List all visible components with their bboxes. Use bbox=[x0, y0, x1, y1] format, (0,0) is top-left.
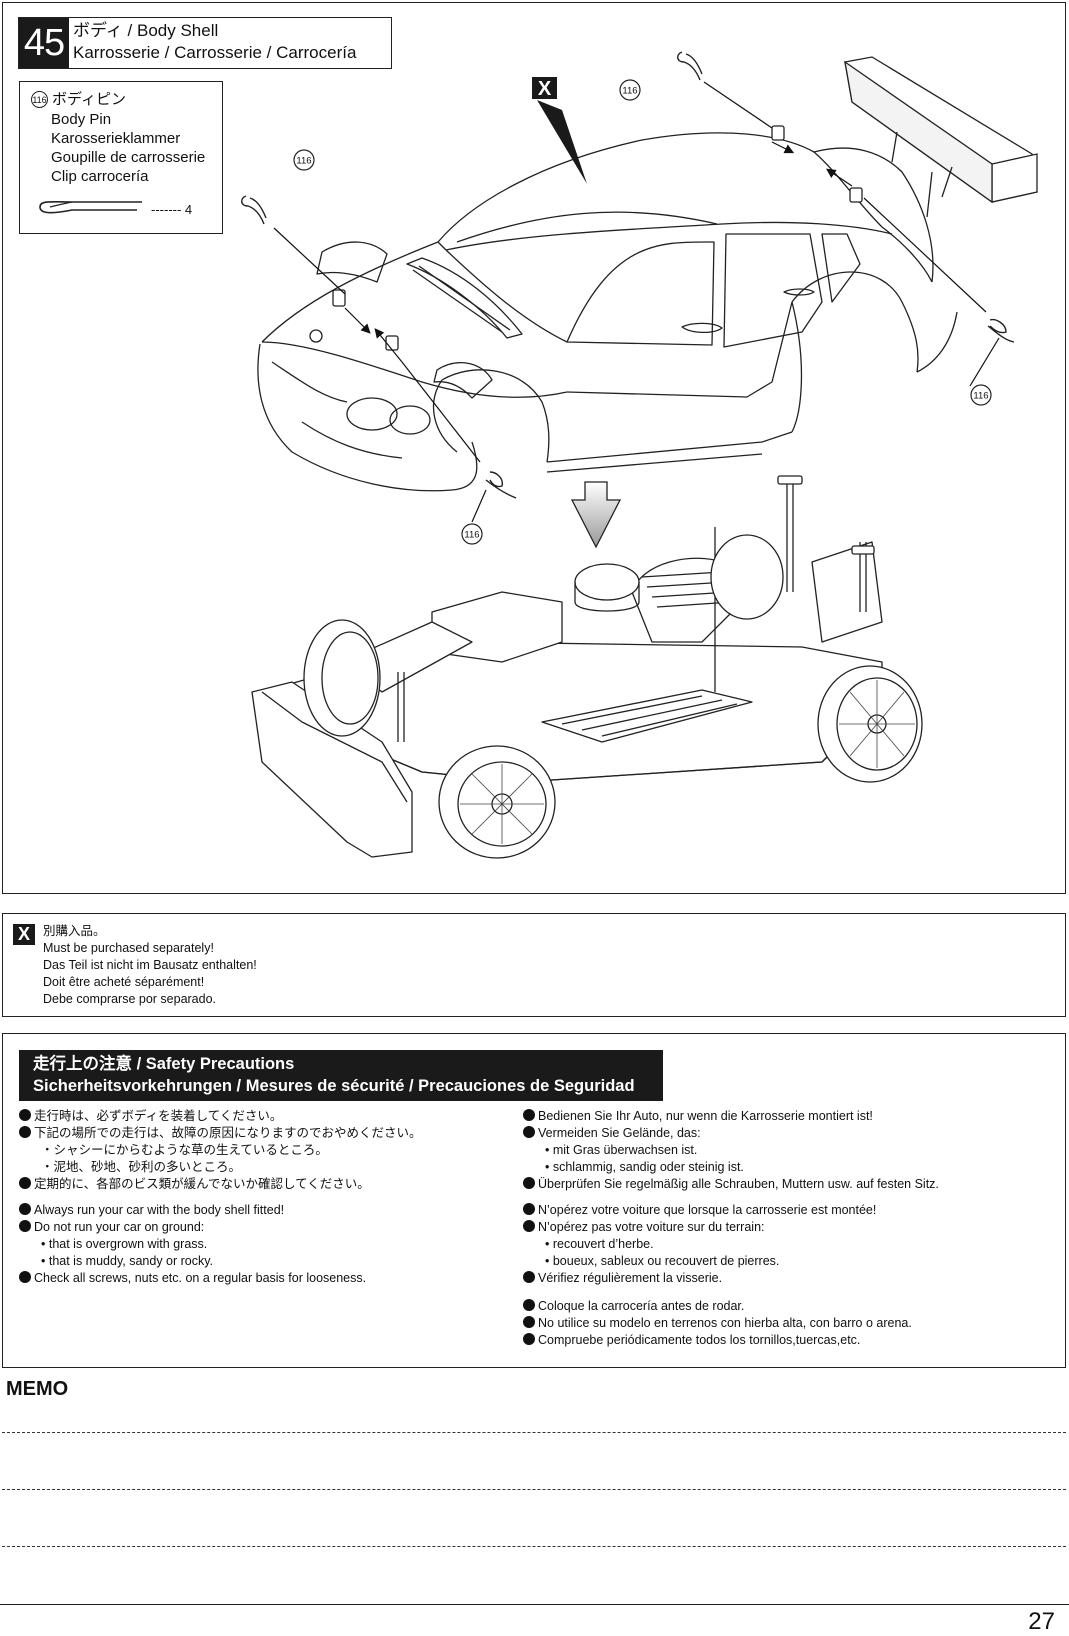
part-name-en: Body Pin bbox=[51, 111, 112, 128]
part-name-ja: ボディピン bbox=[52, 91, 126, 108]
bullet-icon bbox=[19, 1126, 31, 1138]
svg-text:116: 116 bbox=[464, 530, 479, 541]
wheel-spokes bbox=[460, 680, 915, 844]
safety-subitem: ・シャシーにからむような草の生えているところ。 bbox=[41, 1143, 328, 1157]
safety-es-list: Coloque la carrocería antes de rodar. No… bbox=[523, 1298, 912, 1349]
footer-rule bbox=[0, 1604, 1069, 1605]
step-number: 45 bbox=[19, 18, 69, 68]
safety-item: Always run your car with the body shell … bbox=[19, 1202, 366, 1219]
bullet-icon bbox=[19, 1177, 31, 1189]
bullet-icon bbox=[523, 1177, 535, 1189]
note-line-es: Debe comprarse por separado. bbox=[43, 992, 217, 1006]
svg-text:116: 116 bbox=[973, 391, 988, 402]
bullet-icon bbox=[523, 1316, 535, 1328]
body-pin-icons bbox=[241, 51, 1015, 499]
step-header: 45 ボディ / Body Shell Karrosserie / Carros… bbox=[18, 17, 392, 69]
safety-ja-list: 走行時は、必ずボディを装着してください。 下記の場所での走行は、故障の原因になり… bbox=[19, 1108, 422, 1193]
safety-item: Coloque la carrocería antes de rodar. bbox=[523, 1298, 912, 1315]
wheels bbox=[303, 534, 923, 859]
bullet-icon bbox=[523, 1203, 535, 1215]
bullet-icon bbox=[19, 1109, 31, 1121]
safety-subitem: • that is overgrown with grass. bbox=[41, 1237, 208, 1251]
safety-fr-list: N’opérez votre voiture que lorsque la ca… bbox=[523, 1202, 876, 1287]
bullet-icon bbox=[523, 1271, 535, 1283]
safety-item: 定期的に、各部のビス類が緩んでないか確認してください。 bbox=[19, 1176, 422, 1193]
safety-item: Vermeiden Sie Gelände, das: bbox=[523, 1125, 939, 1142]
separate-purchase-marker: X bbox=[532, 77, 587, 184]
down-arrow-icon bbox=[570, 481, 622, 549]
step-title-line2: Karrosserie / Carrosserie / Carrocería bbox=[73, 43, 357, 62]
safety-item: Bedienen Sie Ihr Auto, nur wenn die Karr… bbox=[523, 1108, 939, 1125]
part-name-es: Clip carrocería bbox=[51, 168, 149, 185]
note-line-en: Must be purchased separately! bbox=[43, 941, 214, 955]
safety-item: Do not run your car on ground: bbox=[19, 1219, 366, 1236]
bullet-icon bbox=[523, 1109, 535, 1121]
step-panel bbox=[2, 2, 1066, 894]
parts-header: 116 ボディピン bbox=[31, 90, 126, 109]
safety-item: 下記の場所での走行は、故障の原因になりますのでおやめください。 bbox=[19, 1125, 422, 1142]
body-pin-icon bbox=[39, 200, 142, 214]
separate-purchase-badge: X bbox=[13, 924, 35, 945]
body-posts bbox=[332, 125, 863, 351]
bullet-icon bbox=[19, 1203, 31, 1215]
safety-subitem: ・泥地、砂地、砂利の多いところ。 bbox=[41, 1160, 242, 1174]
note-line-de: Das Teil ist nicht im Bausatz enthalten! bbox=[43, 958, 257, 972]
bullet-icon bbox=[523, 1220, 535, 1232]
memo-line[interactable] bbox=[2, 1546, 1066, 1547]
bullet-icon bbox=[523, 1299, 535, 1311]
safety-item: No utilice su modelo en terrenos con hie… bbox=[523, 1315, 912, 1332]
safety-item: Compruebe periódicamente todos los torni… bbox=[523, 1332, 912, 1349]
part-name-fr: Goupille de carrosserie bbox=[51, 149, 206, 166]
rear-wing bbox=[844, 56, 1038, 218]
svg-text:X: X bbox=[538, 78, 552, 100]
note-line-fr: Doit être acheté séparément! bbox=[43, 975, 205, 989]
safety-subitem: • recouvert d’herbe. bbox=[545, 1237, 654, 1251]
svg-text:116: 116 bbox=[296, 156, 311, 167]
safety-title: 走行上の注意 / Safety Precautions Sicherheitsv… bbox=[19, 1050, 663, 1101]
page-number: 27 bbox=[1028, 1608, 1055, 1635]
note-line-ja: 別購入品。 bbox=[43, 924, 106, 938]
safety-title-line2: Sicherheitsvorkehrungen / Mesures de séc… bbox=[33, 1077, 635, 1095]
part-number-badge: 116 bbox=[31, 91, 48, 108]
memo-label: MEMO bbox=[6, 1378, 69, 1400]
memo-line[interactable] bbox=[2, 1489, 1066, 1490]
safety-item: Check all screws, nuts etc. on a regular… bbox=[19, 1270, 366, 1287]
safety-item: Vérifiez régulièrement la visserie. bbox=[523, 1270, 876, 1287]
bullet-icon bbox=[523, 1126, 535, 1138]
safety-en-list: Always run your car with the body shell … bbox=[19, 1202, 366, 1287]
part-name-de: Karosserieklammer bbox=[51, 130, 181, 147]
note-panel: X 別購入品。 Must be purchased separately! Da… bbox=[2, 913, 1066, 1017]
safety-item: N’opérez pas votre voiture sur du terrai… bbox=[523, 1219, 876, 1236]
bullet-icon bbox=[19, 1271, 31, 1283]
safety-subitem: • boueux, sableux ou recouvert de pierre… bbox=[545, 1254, 780, 1268]
svg-text:116: 116 bbox=[622, 86, 637, 97]
parts-box: 116 ボディピン Body Pin Karosserieklammer Gou… bbox=[19, 81, 223, 234]
bullet-icon bbox=[523, 1333, 535, 1345]
bullet-icon bbox=[19, 1220, 31, 1232]
safety-item: 走行時は、必ずボディを装着してください。 bbox=[19, 1108, 422, 1125]
safety-subitem: • schlammig, sandig oder steinig ist. bbox=[545, 1160, 744, 1174]
assembly-arrows bbox=[273, 81, 1000, 523]
memo-line[interactable] bbox=[2, 1432, 1066, 1433]
safety-item: Überprüfen Sie regelmäßig alle Schrauben… bbox=[523, 1176, 939, 1193]
part-callouts bbox=[293, 79, 992, 545]
part-quantity: ------- 4 bbox=[151, 202, 193, 217]
safety-de-list: Bedienen Sie Ihr Auto, nur wenn die Karr… bbox=[523, 1108, 939, 1193]
safety-panel: 走行上の注意 / Safety Precautions Sicherheitsv… bbox=[2, 1033, 1066, 1368]
safety-title-line1: 走行上の注意 / Safety Precautions bbox=[33, 1055, 295, 1073]
part-callout-labels: 116 116 116 116 bbox=[296, 86, 988, 541]
safety-item: N’opérez votre voiture que lorsque la ca… bbox=[523, 1202, 876, 1219]
step-title-line1: ボディ / Body Shell bbox=[73, 21, 219, 40]
safety-subitem: • that is muddy, sandy or rocky. bbox=[41, 1254, 214, 1268]
body-shell bbox=[257, 132, 958, 492]
safety-subitem: • mit Gras überwachsen ist. bbox=[545, 1143, 698, 1157]
assembly-diagram: X 116 116 116 116 bbox=[241, 51, 1038, 859]
